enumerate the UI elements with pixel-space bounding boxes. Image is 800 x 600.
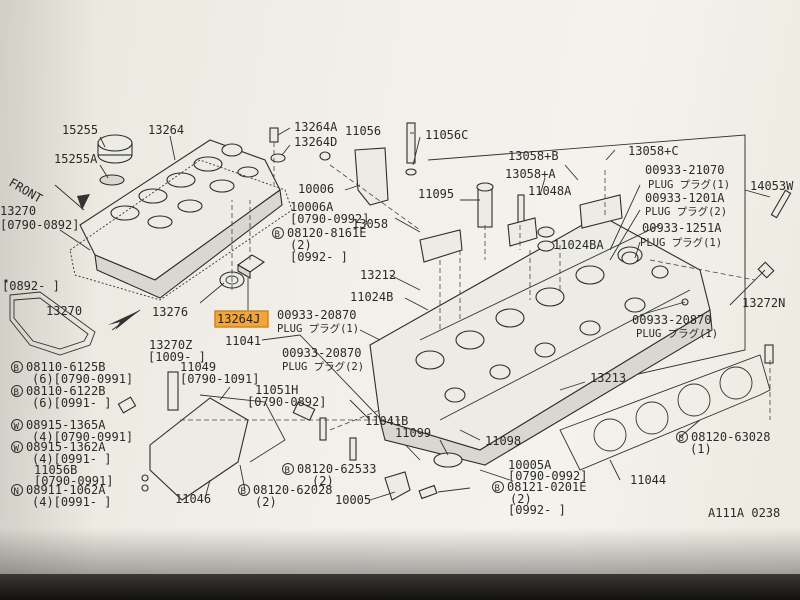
circled-n-icon: N xyxy=(11,484,23,497)
label-08911-1062a-sub: (4)[0991- ] xyxy=(32,495,111,509)
label-11056c: 11056C xyxy=(425,128,468,142)
seals xyxy=(219,254,266,289)
circled-b-icon: B xyxy=(11,361,23,374)
valve-cover xyxy=(69,139,293,301)
label-13270b: 13270 xyxy=(46,304,82,318)
label-plug-1: PLUG プラグ(1) xyxy=(648,178,730,191)
label-00933-20870a: 00933-20870 xyxy=(277,308,356,322)
label-11046: 11046 xyxy=(175,492,211,506)
label-00933-21070: 00933-21070 xyxy=(645,163,724,177)
svg-text:B: B xyxy=(495,484,500,494)
circled-b-icon: B xyxy=(282,463,294,476)
label-11049-range: [0790-1091] xyxy=(180,372,259,386)
label-13264j: 13264J xyxy=(217,312,260,326)
label-13272n: 13272N xyxy=(742,296,785,310)
label-11056: 11056 xyxy=(345,124,381,138)
circled-b-icon: B xyxy=(272,227,284,240)
label-plug-1b: PLUG プラグ(1) xyxy=(640,236,722,249)
label-10006: 10006 xyxy=(298,182,334,196)
label-10005: 10005 xyxy=(335,493,371,507)
label-11024b: 11024B xyxy=(350,290,393,304)
label-08120-63028-qty: (1) xyxy=(690,442,712,456)
label-13264: 13264 xyxy=(148,123,184,137)
circled-b-icon: B xyxy=(238,484,250,497)
label-13270: 13270 xyxy=(0,204,36,218)
label-00933-20870b: 00933-20870 xyxy=(632,313,711,327)
label-13264d: 13264D xyxy=(294,135,337,149)
circled-w-icon: W xyxy=(11,419,23,432)
label-08110-6122b-sub: (6)[0991- ] xyxy=(32,396,111,410)
svg-text:W: W xyxy=(14,444,20,454)
label-08121-0201e-range: [0992- ] xyxy=(508,503,566,517)
front-arrow-icon xyxy=(54,184,90,211)
circled-b-icon: B xyxy=(11,385,23,398)
monitor-bezel xyxy=(0,574,800,600)
front-label: FRONT xyxy=(7,175,45,205)
circled-w-icon: W xyxy=(11,441,23,454)
label-13264a: 13264A xyxy=(294,120,338,134)
label-0892: [0892- ] xyxy=(2,279,60,293)
label-plug-2: PLUG プラグ(2) xyxy=(645,205,727,218)
svg-text:B: B xyxy=(285,466,290,476)
label-11095: 11095 xyxy=(418,187,454,201)
label-11044: 11044 xyxy=(630,473,666,487)
label-13212: 13212 xyxy=(360,268,396,282)
label-13058b: 13058+B xyxy=(508,149,559,163)
svg-text:B: B xyxy=(14,388,19,398)
svg-text:B: B xyxy=(679,434,684,444)
label-plug-1c: PLUG プラグ(1) xyxy=(277,322,359,335)
label-11099: 11099 xyxy=(395,426,431,440)
label-00933-20870c: 00933-20870 xyxy=(282,346,361,360)
reference-code: A111A 0238 xyxy=(708,506,780,520)
label-15255a: 15255A xyxy=(54,152,98,166)
svg-text:N: N xyxy=(14,487,19,497)
label-13213: 13213 xyxy=(590,371,626,385)
svg-text:W: W xyxy=(14,422,20,432)
label-14053w: 14053W xyxy=(750,179,794,193)
svg-text:B: B xyxy=(14,364,19,374)
label-plug-2b: PLUG プラグ(2) xyxy=(282,360,364,373)
label-08120-62028-qty: (2) xyxy=(255,495,277,509)
svg-text:B: B xyxy=(275,230,280,240)
label-13276: 13276 xyxy=(152,305,188,319)
label-13058a: 13058+A xyxy=(505,167,556,181)
label-15255: 15255 xyxy=(62,123,98,137)
bracket xyxy=(354,147,389,206)
label-11098: 11098 xyxy=(485,434,521,448)
svg-text:B: B xyxy=(241,487,246,497)
circled-b-icon: B xyxy=(492,481,504,494)
label-10006a-range: [0790-0992] xyxy=(290,212,369,226)
label-08120-62533: 08120-62533 xyxy=(297,462,376,476)
circled-b-icon: B xyxy=(676,431,688,444)
label-11048a: 11048A xyxy=(528,184,572,198)
label-11051h-range: [0790-0892] xyxy=(247,395,326,409)
label-13270-range: [0790-0892] xyxy=(0,218,79,232)
label-08120-8161e-range: [0992- ] xyxy=(290,250,348,264)
label-11041: 11041 xyxy=(225,334,261,348)
label-13058c: 13058+C xyxy=(628,144,679,158)
label-00933-1251a: 00933-1251A xyxy=(642,221,722,235)
label-11024ba: 11024BA xyxy=(553,238,604,252)
label-plug-1d: PLUG プラグ(1) xyxy=(636,327,718,340)
label-00933-1201a: 00933-1201A xyxy=(645,191,725,205)
